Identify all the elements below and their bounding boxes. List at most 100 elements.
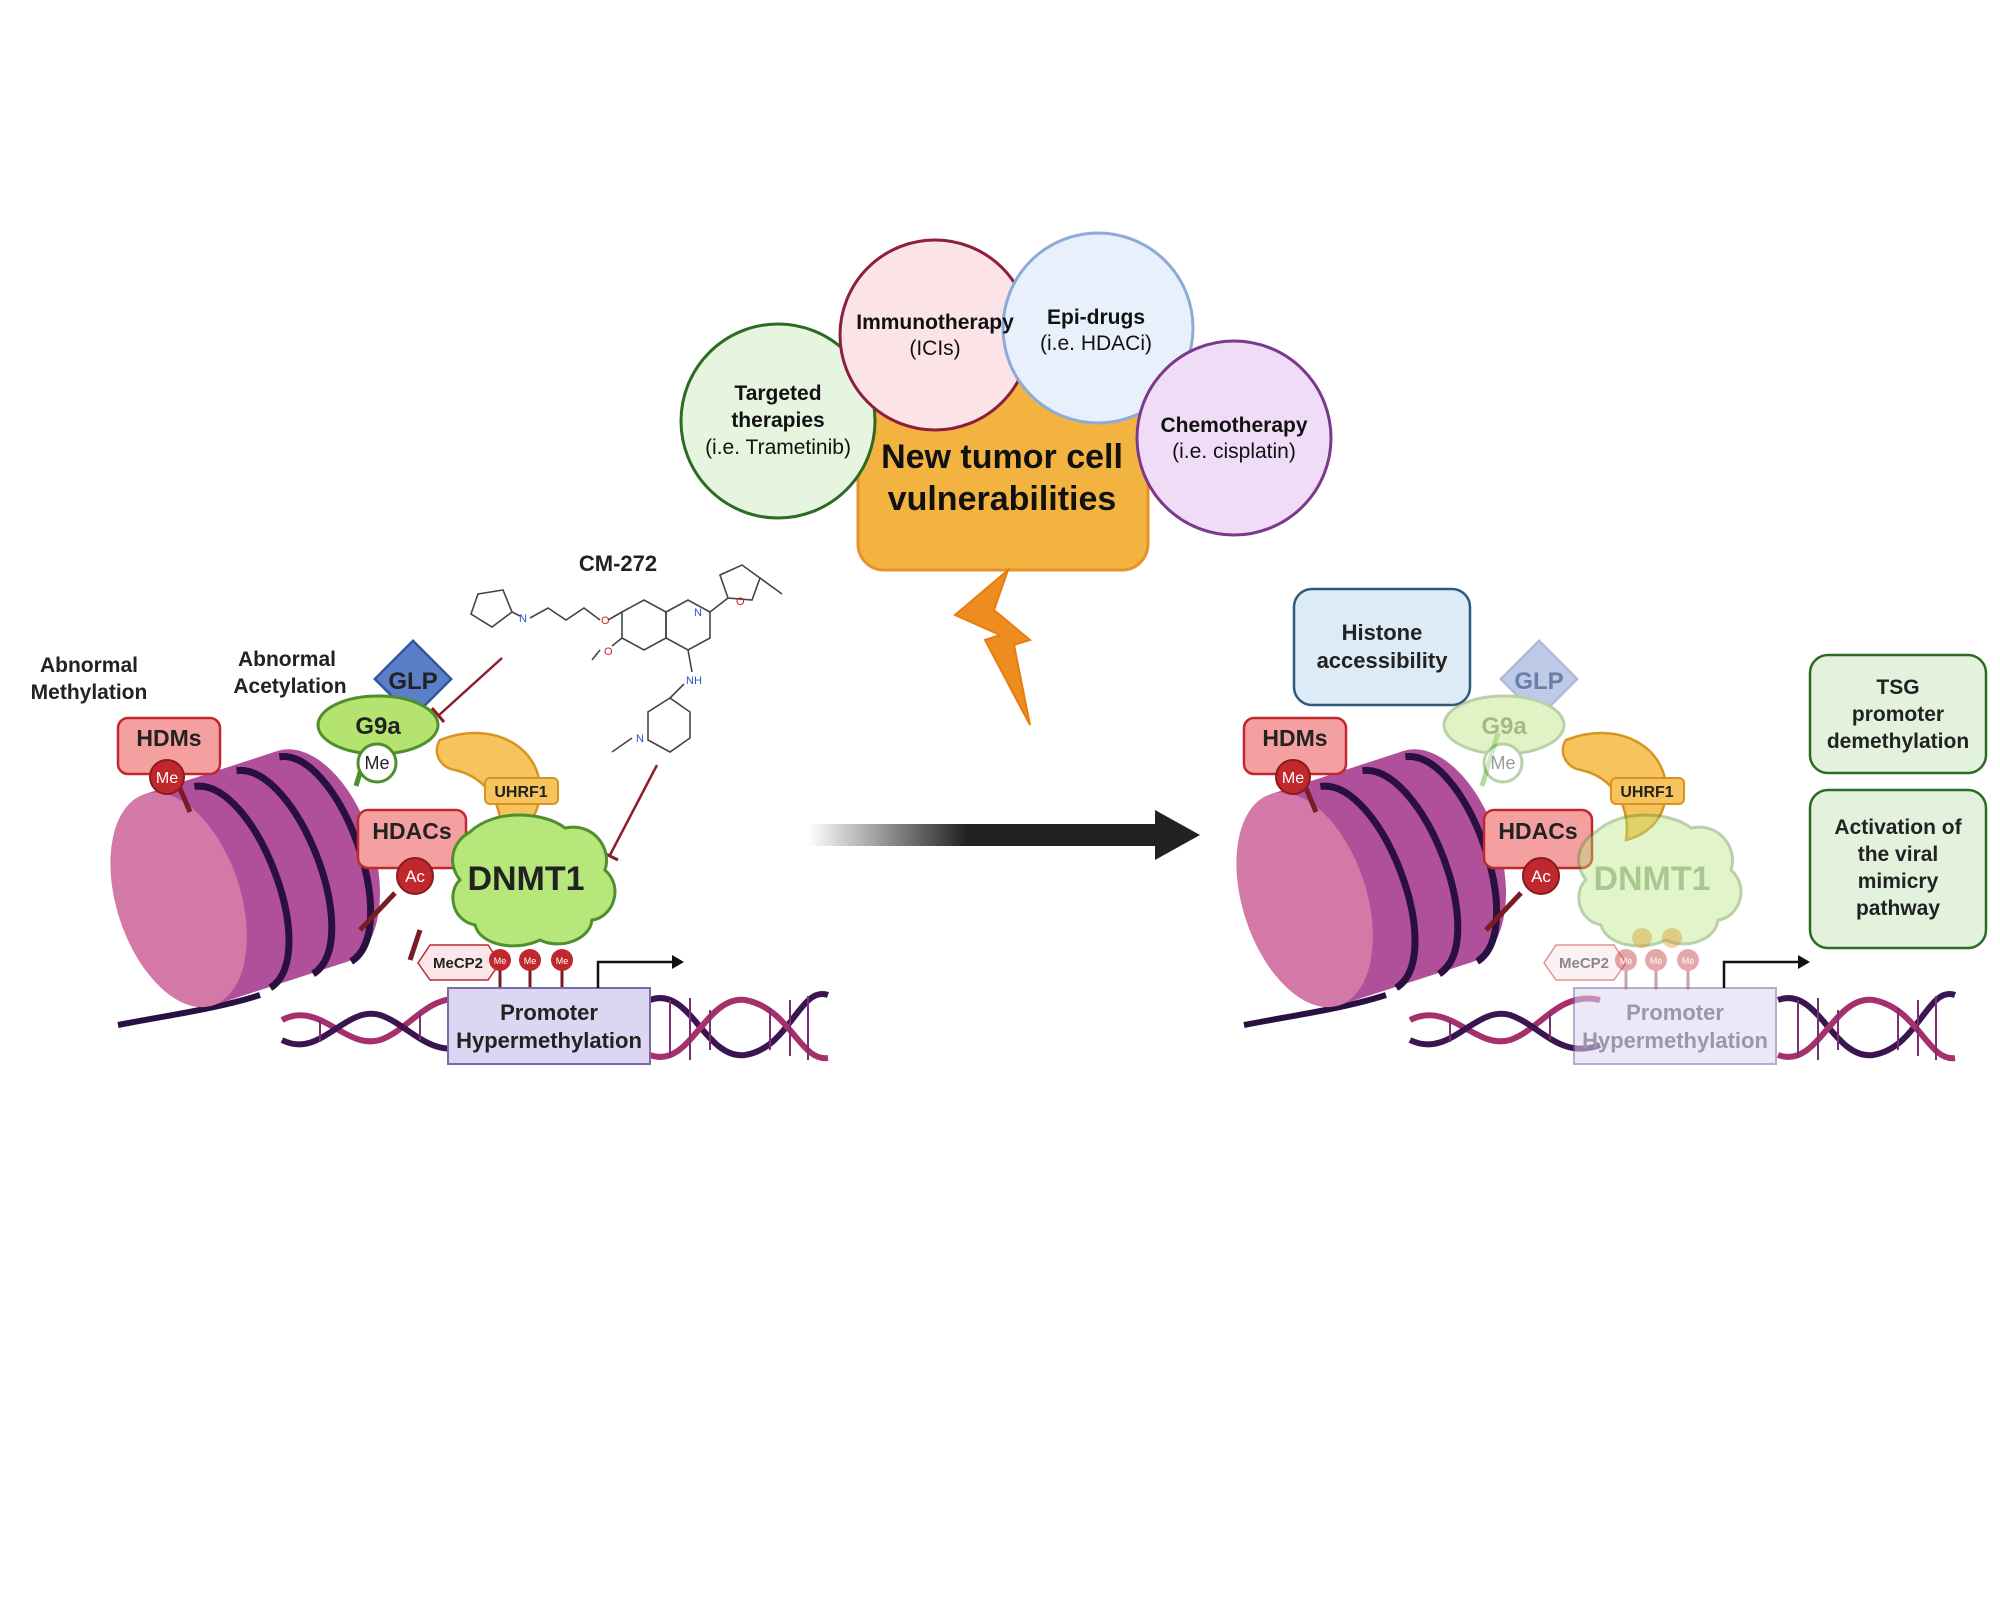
- tsg-label-3: demethylation: [1827, 730, 1969, 753]
- hdms-me-mark-left: [149, 759, 185, 795]
- atom-n-quinoline: N: [694, 607, 702, 619]
- histone-accessibility-label-2: accessibility: [1317, 648, 1449, 673]
- histone-accessibility-box: [1292, 587, 1472, 707]
- tsg-label-1: TSG: [1876, 676, 1919, 699]
- viral-label-3: mimicry: [1858, 870, 1939, 893]
- inhibited-complex-right: [1442, 639, 1579, 784]
- abnormal-acetylation-label-2: Acetylation: [233, 675, 346, 698]
- histone-accessibility-label-1: Histone: [1342, 620, 1423, 645]
- mecp2-label-right: MeCP2: [1559, 955, 1609, 972]
- hdacs-label-left: HDACs: [372, 818, 451, 844]
- immunotherapy-circle: [838, 238, 1032, 432]
- uhrf1-tag-left: [484, 777, 559, 805]
- uhrf1-label-right: UHRF1: [1620, 784, 1673, 801]
- inhibition-line-dnmt1: [608, 764, 659, 856]
- inhibition-line-g9a: [437, 657, 503, 717]
- tsg-label-2: promoter: [1852, 703, 1944, 726]
- nucleosome-right: [1236, 749, 1506, 1008]
- abnormal-methylation-label-2: Methylation: [31, 681, 148, 704]
- hdacs-ac-text-right: Ac: [1531, 867, 1551, 886]
- promoter-box-right: [1573, 987, 1777, 1065]
- svg-text:Me: Me: [494, 956, 507, 966]
- viral-label-2: the viral: [1858, 843, 1939, 866]
- uhrf1-label-left: UHRF1: [494, 784, 547, 801]
- vulnerabilities-title-1: New tumor cell: [881, 438, 1123, 476]
- methyl-marks-left: Me Me Me: [489, 949, 573, 990]
- methyl-me-text-right-3: Me: [1682, 956, 1695, 966]
- drug-name: CM-272: [579, 551, 657, 576]
- atom-nh: NH: [686, 675, 702, 687]
- dna-helix-left: [280, 990, 830, 1062]
- dnmt1-label-left: DNMT1: [467, 860, 584, 898]
- transition-arrow: [808, 810, 1200, 860]
- abnormal-acetylation-label-1: Abnormal: [238, 648, 336, 671]
- targeted-therapy-label-2: therapies: [731, 409, 824, 432]
- mecp2-shape-left: [417, 944, 501, 981]
- hdms-me-text-left: Me: [156, 770, 178, 787]
- chemotherapy-label: Chemotherapy: [1160, 414, 1307, 437]
- atom-o-furan: O: [736, 596, 745, 608]
- right-panel: Histone accessibility HDMs Me GLP G9a Me…: [1236, 587, 1988, 1065]
- glp-label-left: GLP: [388, 668, 437, 695]
- hdms-label-right: HDMs: [1262, 725, 1327, 751]
- epi-drugs-circle: [1001, 231, 1195, 425]
- chemotherapy-example: (i.e. cisplatin): [1172, 440, 1296, 463]
- svg-text:Me: Me: [524, 956, 537, 966]
- targeted-therapy-example: (i.e. Trametinib): [705, 436, 851, 459]
- dnmt1-label-right: DNMT1: [1593, 860, 1710, 898]
- g9a-me-text-left: Me: [364, 753, 389, 773]
- vulnerabilities-title-2: vulnerabilities: [888, 480, 1117, 518]
- glp-label-right: GLP: [1514, 668, 1563, 695]
- hdacs-label-right: HDACs: [1498, 818, 1577, 844]
- nucleosome-left: [110, 749, 380, 1008]
- hdacs-ac-mark-right: [1522, 857, 1560, 895]
- methyl-marks-right: [1615, 928, 1699, 990]
- immunotherapy-example: (ICIs): [909, 337, 960, 360]
- chemotherapy-circle: [1135, 339, 1333, 537]
- inhibition-bar-g9a: [430, 707, 446, 723]
- viral-mimicry-box: [1808, 788, 1988, 950]
- dnmt1-shape-right: [1577, 813, 1743, 948]
- viral-label-1: Activation of: [1834, 816, 1962, 839]
- epi-drugs-label: Epi-drugs: [1047, 306, 1145, 329]
- dna-tail-right: [1243, 992, 1387, 1028]
- atom-o-chain: O: [601, 615, 610, 627]
- targeted-therapy-label-1: Targeted: [734, 382, 821, 405]
- viral-label-4: pathway: [1856, 897, 1940, 920]
- hdacs-ac-text-left: Ac: [405, 867, 425, 886]
- transcription-arrow-right: [1722, 960, 1798, 988]
- promoter-label-right-1: Promoter: [1626, 1000, 1724, 1025]
- hdacs-ac-mark-left: [396, 857, 434, 895]
- left-panel: Abnormal Methylation Abnormal Acetylatio…: [31, 639, 830, 1065]
- hdms-me-text-right: Me: [1282, 770, 1304, 787]
- methyl-me-text-right-1: Me: [1620, 956, 1633, 966]
- dna-tail-left: [117, 992, 261, 1028]
- dnmt1-shape-left: [451, 813, 617, 948]
- hdms-label-left: HDMs: [136, 725, 201, 751]
- abnormal-methylation-label-1: Abnormal: [40, 654, 138, 677]
- mecp2-shape-right: [1543, 944, 1627, 981]
- targeted-therapy-circle: [679, 322, 877, 520]
- dna-helix-right: [1408, 990, 1957, 1062]
- promoter-box-left: [447, 987, 651, 1065]
- tsg-demethylation-box: [1808, 653, 1988, 775]
- g9a-me-text-right: Me: [1490, 753, 1515, 773]
- transcription-arrow-left: [596, 960, 672, 988]
- hdms-me-mark-right: [1275, 759, 1311, 795]
- promoter-label-right-2: Hypermethylation: [1582, 1028, 1768, 1053]
- promoter-label-left-1: Promoter: [500, 1000, 598, 1025]
- mecp2-label-left: MeCP2: [433, 955, 483, 972]
- promoter-label-left-2: Hypermethylation: [456, 1028, 642, 1053]
- methyl-me-text-right-2: Me: [1650, 956, 1663, 966]
- svg-text:Me: Me: [556, 956, 569, 966]
- uhrf1-tag-right: [1610, 777, 1685, 805]
- immunotherapy-label: Immunotherapy: [856, 311, 1014, 334]
- epi-drugs-example: (i.e. HDACi): [1040, 332, 1152, 355]
- g9a-label-right: G9a: [1481, 713, 1527, 740]
- cm272-structure: CM-272 N O O N O: [430, 551, 783, 862]
- g9a-me-mark-left: [356, 742, 398, 784]
- lightning-bolt-icon: [953, 566, 1033, 726]
- atom-o-methoxy: O: [604, 646, 613, 658]
- g9a-label-left: G9a: [355, 713, 401, 740]
